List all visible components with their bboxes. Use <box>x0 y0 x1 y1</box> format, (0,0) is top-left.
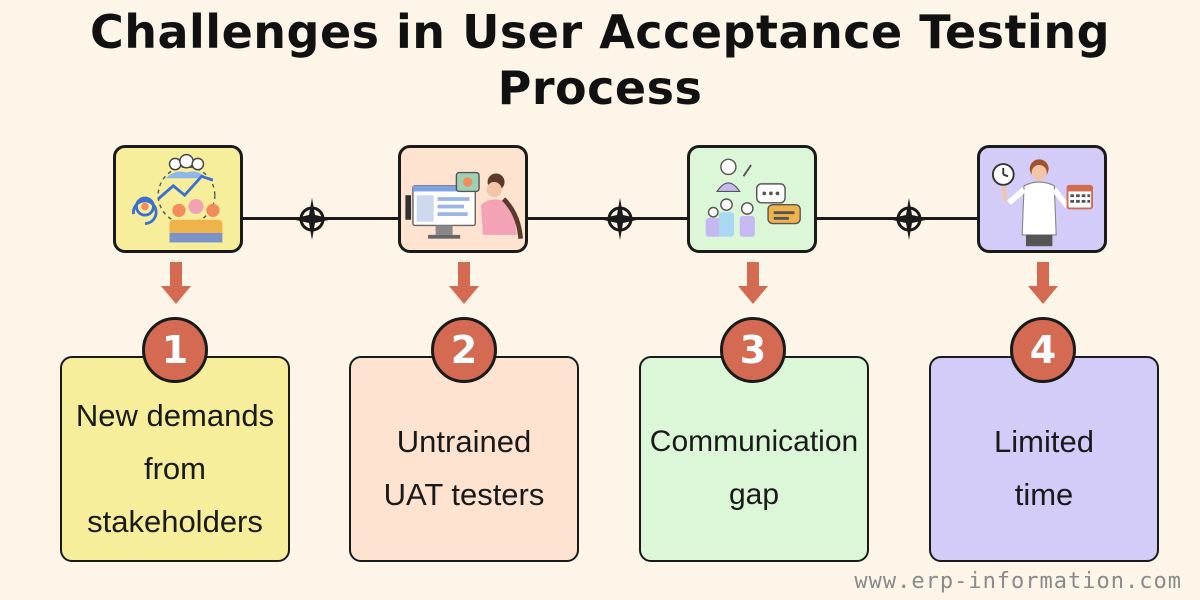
step-1-number-badge: 1 <box>142 317 208 383</box>
step-3-card: Communication gap <box>639 356 869 562</box>
step-2-icon-box <box>398 145 528 253</box>
step-4-card: Limited time <box>929 356 1159 562</box>
step-3-label: Communication gap <box>649 425 859 511</box>
step-2-number-badge: 2 <box>431 317 497 383</box>
watermark: www.erp-information.com <box>854 569 1182 594</box>
step-1-icon-box <box>113 145 243 253</box>
down-arrow-icon <box>738 262 768 304</box>
down-arrow-icon <box>1028 262 1058 304</box>
step-4-icon-box <box>977 145 1107 253</box>
stakeholders-icon <box>132 153 223 243</box>
step-3-number-badge: 3 <box>720 317 786 383</box>
step-3-icon-box <box>687 145 817 253</box>
compass-star-icon <box>291 198 333 240</box>
tester-at-screen-icon <box>405 171 523 239</box>
step-4-number-badge: 4 <box>1010 317 1076 383</box>
title-line-1: Challenges in User Acceptance Testing <box>89 5 1110 59</box>
step-1-card: New demands from stakeholders <box>60 356 290 562</box>
step-2-card: Untrained UAT testers <box>349 356 579 562</box>
communication-icon <box>705 158 801 237</box>
woman-with-clock-and-calendar-icon <box>991 159 1093 247</box>
compass-star-icon <box>888 198 930 240</box>
title-line-2: Process <box>497 61 703 115</box>
step-2-label: Untrained UAT testers <box>383 424 545 512</box>
compass-star-icon <box>599 198 641 240</box>
down-arrow-icon <box>449 262 479 304</box>
diagram-title: Challenges in User Acceptance Testing Pr… <box>0 4 1200 116</box>
step-4-label: Limited time <box>994 424 1094 512</box>
step-1-label: New demands from stakeholders <box>75 397 275 539</box>
down-arrow-icon <box>161 262 191 304</box>
